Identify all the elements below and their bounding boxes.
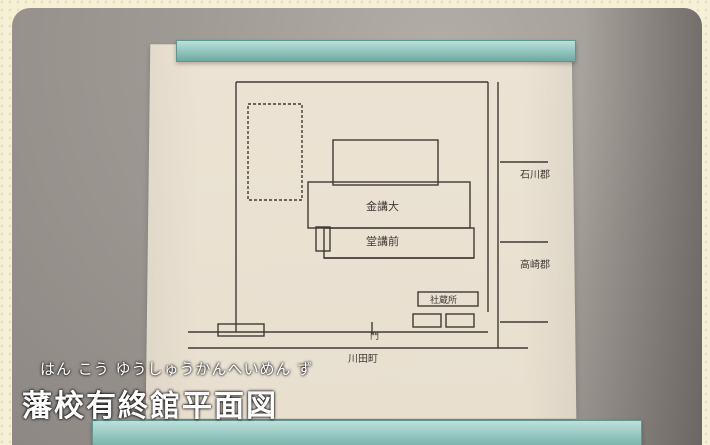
street-right-lower-label: 高崎郡 [520, 258, 550, 271]
storehouse-label: 社蔵所 [430, 294, 457, 306]
small-building-1 [413, 314, 441, 327]
building-rear [333, 140, 438, 185]
gatehouse [218, 324, 264, 336]
street-right-upper-label: 石川郡 [520, 169, 550, 181]
gate-label: 門 [370, 331, 379, 342]
building-main-label: 金講大 [366, 199, 399, 213]
caption: はん こう ゆうしゅうかんへいめん ず 藩校有終館平面図 [22, 358, 313, 425]
small-building-2 [446, 314, 474, 327]
caption-furigana: はん こう ゆうしゅうかんへいめん ず [22, 358, 313, 379]
street-bottom-label: 川田町 [348, 354, 378, 365]
display-case-shadow [582, 8, 702, 445]
stair-block [316, 227, 330, 251]
caption-title: 藩校有終館平面図 [22, 381, 313, 425]
building-hall-label: 堂講前 [366, 234, 399, 248]
building-hall [324, 228, 474, 258]
glass-weight-top [176, 40, 576, 62]
notes-box [248, 104, 302, 200]
